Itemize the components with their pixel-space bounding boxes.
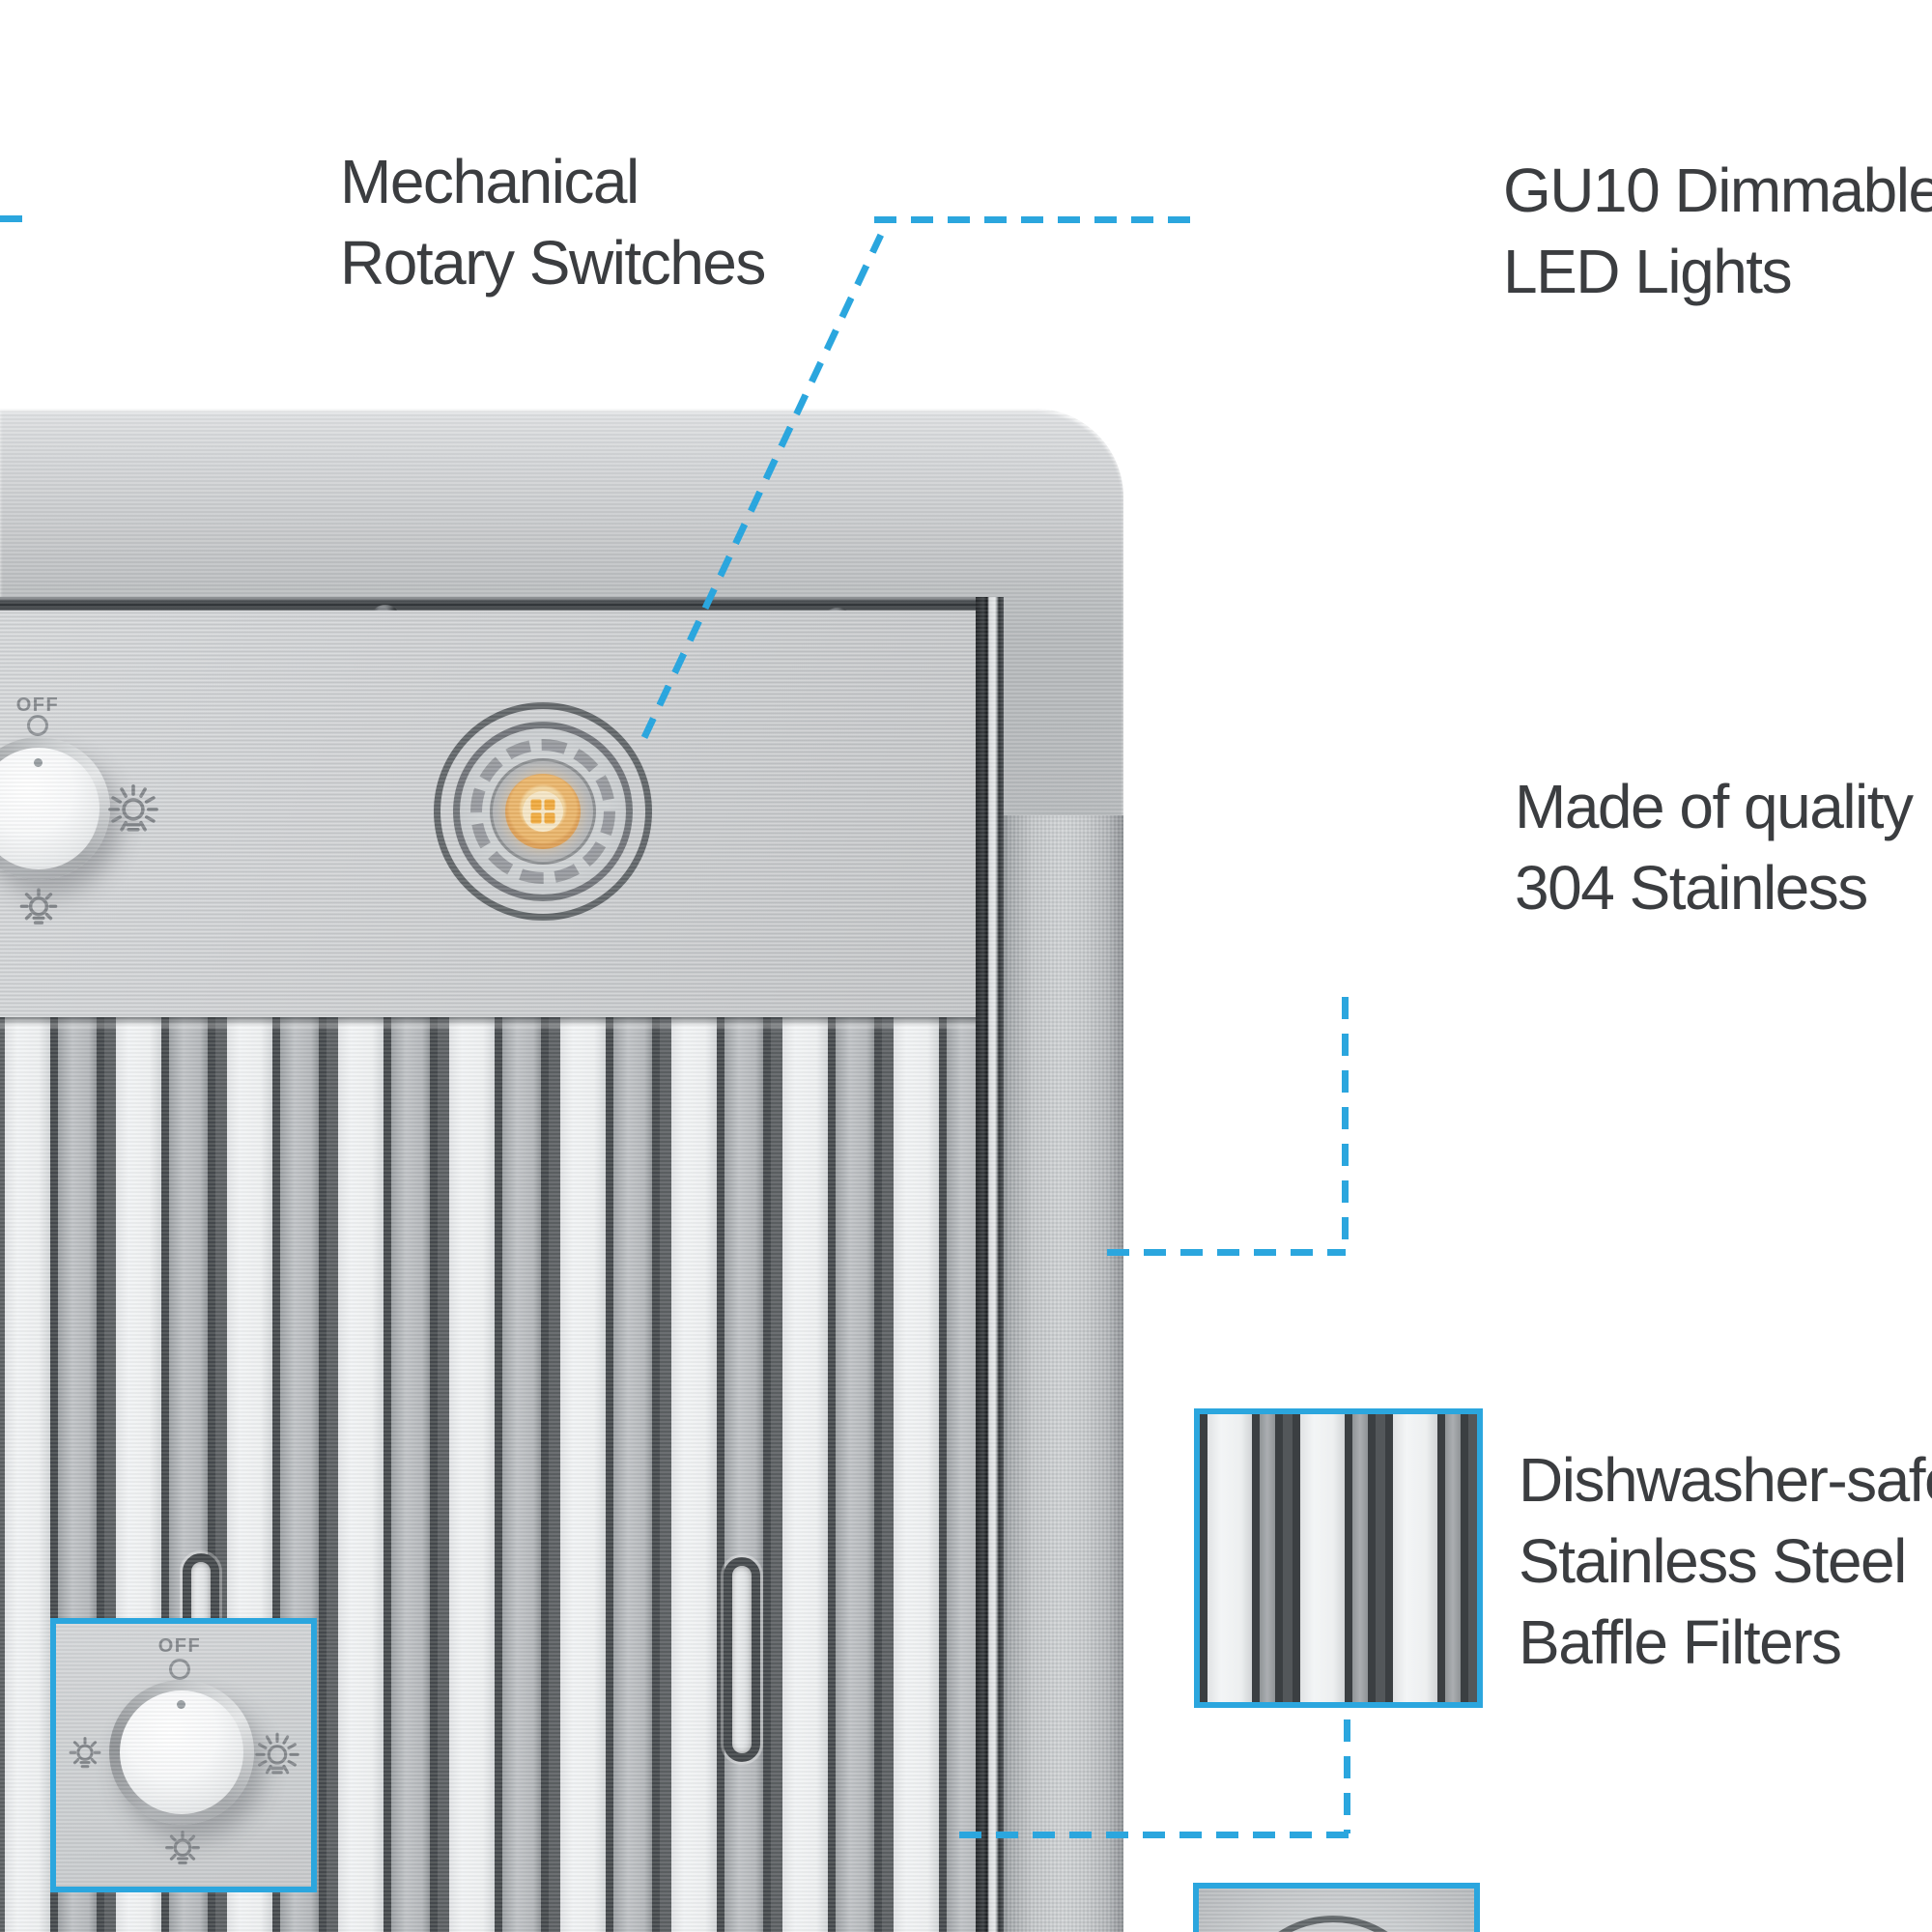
dim-light-icon [69, 1737, 101, 1769]
hood-rotary-knob [0, 737, 110, 880]
hood-off-label: OFF [15, 695, 60, 716]
led-lens [523, 791, 563, 832]
dim-light-icon [19, 888, 58, 925]
hood-panel-seam [0, 597, 1004, 611]
callout-off-position-icon [169, 1659, 190, 1680]
callout-rotary-knob [109, 1680, 254, 1825]
leader-line-stainless-horizontal [1107, 1249, 1346, 1256]
label-line: Baffle Filters [1519, 1607, 1842, 1677]
led-chips [530, 799, 555, 824]
hood-side-frame [1004, 815, 1123, 1932]
label-line: GU10 Dimmable [1503, 156, 1932, 225]
callout-baffle-thumbnail [1194, 1408, 1483, 1708]
label-line: Made of quality [1515, 772, 1914, 841]
baffle-filters-top-edge [0, 1017, 976, 1031]
knob-face [0, 748, 99, 869]
callout-rotary-switch-label: Mechanical Rotary Switches [340, 141, 766, 303]
callout-led-thumbnail [1193, 1883, 1480, 1932]
callout-off-label: OFF [157, 1635, 202, 1657]
knob-face [120, 1690, 243, 1814]
knob-indicator-dot [177, 1700, 185, 1709]
callout-stainless-label: Made of quality 304 Stainless [1515, 766, 1914, 928]
led-outer-ring [1234, 1916, 1433, 1932]
filter-handle [724, 1557, 760, 1762]
callout-led-label: GU10 Dimmable LED Lights [1503, 150, 1932, 312]
knob-indicator-dot [34, 758, 43, 767]
leader-line-baffle-horizontal [959, 1832, 1350, 1838]
label-line: Rotary Switches [340, 228, 766, 298]
range-hood-photo: OFF [0, 409, 1123, 1932]
callout-baffle-label: Dishwasher-safe Stainless Steel Baffle F… [1519, 1439, 1932, 1683]
hood-side-groove [976, 597, 1004, 1932]
led-outer-ring [434, 702, 652, 921]
label-line: Dishwasher-safe [1519, 1445, 1932, 1515]
callout-rotary-switch-thumbnail: OFF [50, 1618, 317, 1892]
label-line: 304 Stainless [1515, 853, 1868, 923]
label-line: LED Lights [1503, 237, 1793, 306]
leader-line-baffle-vertical [1344, 1719, 1350, 1833]
bulb-light-icon [165, 1831, 200, 1865]
hood-off-position-icon [27, 715, 48, 736]
bright-light-icon [255, 1732, 299, 1775]
leader-dash-left-edge [0, 215, 25, 222]
leader-line-led-horizontal [874, 216, 1193, 223]
leader-line-stainless-vertical [1342, 997, 1349, 1252]
bright-light-icon [108, 784, 158, 832]
label-line: Mechanical [340, 147, 639, 216]
label-line: Stainless Steel [1519, 1526, 1907, 1596]
